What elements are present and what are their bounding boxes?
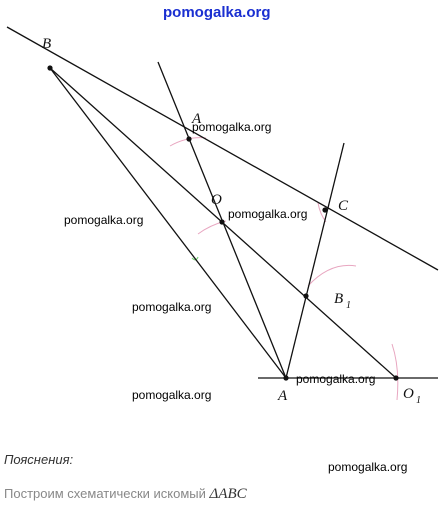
triangle-name: ABC bbox=[218, 486, 247, 502]
watermark-5: pomogalka.org bbox=[296, 372, 375, 386]
watermark-top: pomogalka.org bbox=[163, 4, 271, 21]
label-b1: B bbox=[334, 291, 343, 307]
label-a: A bbox=[277, 388, 288, 404]
point-b bbox=[47, 65, 53, 71]
label-c: C bbox=[338, 198, 349, 214]
point-o1 bbox=[393, 375, 399, 381]
label-b: B bbox=[42, 36, 51, 52]
watermark-7: pomogalka.org bbox=[328, 460, 407, 474]
explanation-title: Пояснения: bbox=[4, 452, 74, 467]
watermark-3: pomogalka.org bbox=[228, 207, 307, 221]
point-o bbox=[219, 219, 225, 225]
point-a bbox=[283, 375, 289, 381]
watermark-4: pomogalka.org bbox=[132, 300, 211, 314]
explanation-text: Построим схематически искомый ΔABC bbox=[4, 486, 247, 503]
label-a-upper: A bbox=[191, 111, 202, 127]
explanation-sentence: Построим схематически искомый bbox=[4, 486, 206, 501]
arc-at-o1 bbox=[391, 343, 399, 401]
point-a-upper bbox=[186, 136, 192, 142]
line-b-a bbox=[49, 67, 287, 379]
point-b1 bbox=[303, 293, 309, 299]
arc-at-b1 bbox=[307, 264, 357, 287]
point-c bbox=[322, 207, 328, 213]
label-o: O bbox=[211, 192, 222, 208]
label-b1-subscript: 1 bbox=[346, 300, 351, 311]
line-b-c-extended bbox=[6, 26, 439, 271]
line-a-through-c bbox=[285, 142, 345, 379]
label-o1-subscript: 1 bbox=[416, 395, 421, 406]
watermark-2: pomogalka.org bbox=[64, 213, 143, 227]
label-o1: O bbox=[403, 386, 414, 402]
triangle-symbol: Δ bbox=[209, 486, 219, 502]
watermark-6: pomogalka.org bbox=[132, 388, 211, 402]
watermark-1: pomogalka.org bbox=[192, 120, 271, 134]
